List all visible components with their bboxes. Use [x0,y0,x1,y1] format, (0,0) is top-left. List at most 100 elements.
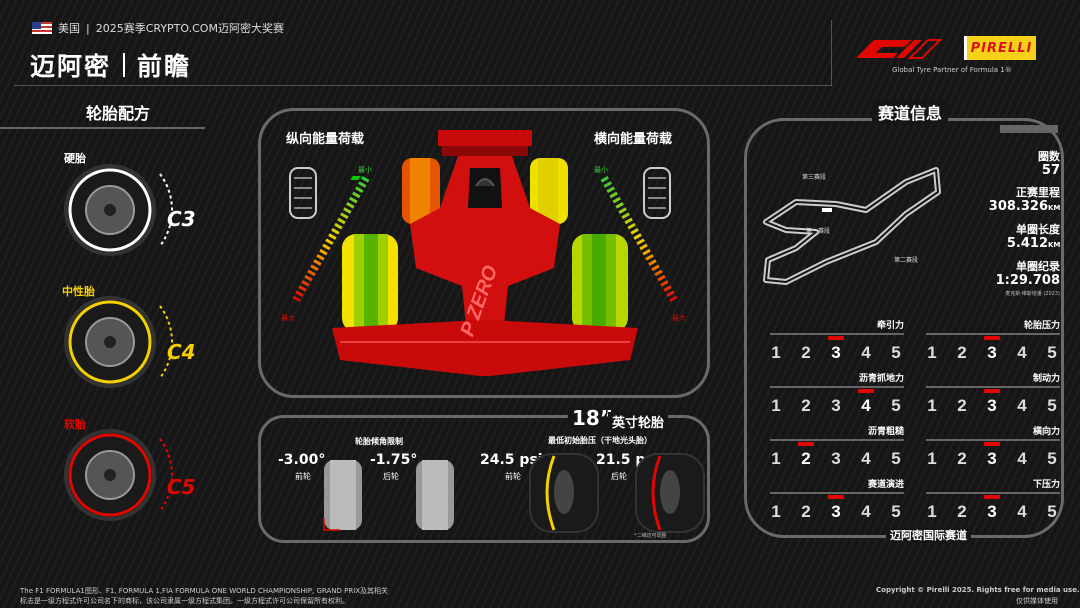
lateral-max: 最大 [672,314,686,322]
energy-panel [258,108,710,398]
rating-number: 5 [891,449,901,468]
event-header: 美国 | 2025赛季CRYPTO.COM迈阿密大奖赛 [32,20,284,36]
f1-logo-icon [856,39,943,59]
rating-number: 3 [831,449,841,468]
footer-left-line2: 标志是一级方程式许可公司名下的商标，该公司隶属一级方程式集团。一级方程式许可公司… [20,597,349,605]
rating-number: 4 [1017,343,1027,362]
record-label: 单圈纪录 [1016,260,1060,273]
soft-compound: C5 [167,475,196,499]
pressure-note: *二维迈可调整 [634,533,667,539]
lateral-min: 最小 [594,166,608,174]
camber-front-label: 前轮 [295,472,311,481]
rating-rule [926,439,1060,441]
rating-number: 3 [984,336,1000,362]
rating-number: 1 [771,343,781,362]
footer-left-line1: The F1 FORMULA1图形、F1, FORMULA 1,FIA FORM… [20,587,389,595]
title-left: 迈阿密 [30,52,112,81]
rating-rule [770,492,904,494]
rating-number: 4 [861,449,871,468]
rating-title: 沥青抓地力 [858,374,904,384]
event-name: 2025赛季CRYPTO.COM迈阿密大奖赛 [95,22,284,35]
title-right: 前瞻 [137,52,192,81]
longitudinal-label: 纵向能量荷载 [286,132,365,147]
longitudinal-min: 最小 [358,166,372,174]
rating-title: 轮胎压力 [1023,321,1060,331]
longitudinal-max: 最大 [281,314,295,322]
footer-right-line2: 仅供媒体使用 [1016,597,1058,605]
rating-number: 1 [927,502,937,521]
sector3-label: 第三赛段 [802,174,827,181]
tyres-section-title: 轮胎配方 [86,104,151,123]
length-unit: KM [1048,241,1061,249]
pressure-title: 最低初始胎压（干地光头胎） [548,436,652,445]
rating-number: 3 [984,389,1000,415]
rating-number: 4 [1017,502,1027,521]
rating-rule [770,333,904,335]
rating-number: 4 [858,389,874,415]
rating-title: 下压力 [1032,480,1060,490]
pressure-front-value: 24.5 psi [480,452,543,468]
sector1-label: 第一赛段 [806,228,831,235]
rating-number: 2 [801,343,811,362]
rating-number: 1 [927,396,937,415]
circuit-name: 迈阿密国际赛道 [886,527,971,543]
rating-rule [926,492,1060,494]
rating-number: 3 [828,336,844,362]
camber-rear-value: -1.75° [370,452,418,468]
rating-number: 1 [927,343,937,362]
rating-number: 2 [957,502,967,521]
medium-tyre-icon [64,296,173,388]
camber-title: 轮胎倾角限制 [355,437,403,446]
rating-number: 5 [1047,343,1057,362]
soft-tyre-label: 软胎 [64,418,86,431]
rating-number: 1 [771,449,781,468]
footer-right-line1: Copyright © Pirelli 2025. Rights free fo… [876,586,1080,594]
spec-panel [258,415,710,543]
hard-tyre-label: 硬胎 [64,152,86,165]
rating-number: 1 [927,449,937,468]
rating-number: 3 [984,442,1000,468]
rating-number: 5 [891,502,901,521]
distance-unit: KM [1048,204,1061,212]
record-holder: 麦克斯·维斯塔潘 (2023) [1005,291,1060,297]
rating-number: 2 [957,449,967,468]
laps-value: 57 [1041,163,1060,178]
sector2-label: 第二赛段 [894,257,919,264]
rating-number: 2 [798,442,814,468]
rating-rule [770,386,904,388]
rating-number: 2 [957,343,967,362]
tyres-section-rule [0,127,205,129]
record-value: 1:29.708 [995,273,1060,288]
soft-tyre-icon [64,429,173,521]
rating-title: 横向力 [1032,427,1060,437]
hard-compound: C3 [167,207,196,231]
us-flag-icon [32,22,52,34]
rear-slick-tyre-icon [416,460,454,530]
camber-front-value: -3.00° [278,452,326,468]
circuit-section-title: 赛道信息 [872,100,949,124]
front-tyre-side-icon [529,453,599,533]
rating-number: 4 [1017,396,1027,415]
longitudinal-gauge [289,167,370,302]
rating-rule [926,333,1060,335]
length-value: 5.412 [1006,236,1048,251]
rating-number: 5 [1047,396,1057,415]
rating-number: 2 [957,396,967,415]
rating-number: 3 [831,396,841,415]
circuit-map-icon [763,167,941,285]
pirelli-logo: PIRELLI [964,36,1036,60]
title-separator [123,53,126,77]
hard-tyre-icon [64,164,173,256]
medium-tyre-label: 中性胎 [62,285,95,298]
rating-number: 3 [984,495,1000,521]
partner-text: Global Tyre Partner of Formula 1® [892,66,1012,74]
